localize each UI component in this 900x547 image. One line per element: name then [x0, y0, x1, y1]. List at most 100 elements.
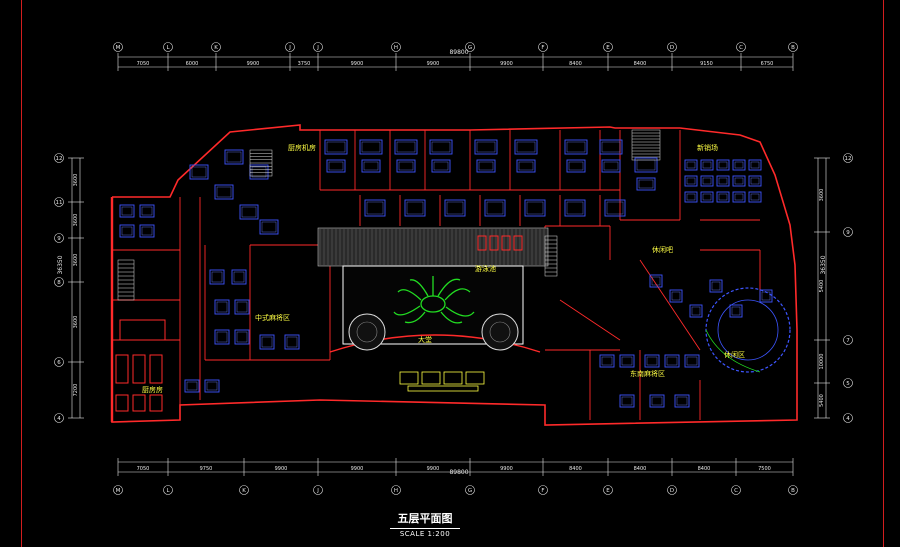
label-pool: 游泳池 — [475, 264, 496, 273]
grid-axis-label: B — [791, 488, 795, 494]
left-total-dimension: 36350 — [57, 255, 64, 274]
table — [259, 334, 275, 350]
grid-axis-label: J — [316, 45, 319, 51]
dimension-value: 3600 — [73, 316, 79, 329]
dimension-value: 3750 — [298, 61, 311, 67]
table-inner — [606, 201, 624, 215]
dimension-value: 10000 — [819, 354, 825, 370]
grid-axis-label: D — [670, 45, 674, 51]
table — [204, 379, 220, 393]
table — [732, 191, 746, 203]
grid-axis-label: M — [116, 488, 121, 494]
table-inner — [251, 166, 267, 178]
reception-furniture — [399, 371, 485, 392]
table — [214, 329, 230, 345]
grid-axis-label: 5 — [846, 381, 850, 387]
table — [604, 199, 626, 217]
table — [684, 191, 698, 203]
table-inner — [406, 201, 424, 215]
table — [716, 175, 730, 187]
circular-rest-area — [705, 287, 791, 373]
table — [709, 279, 723, 293]
building-outline — [110, 124, 798, 426]
label-lounge: 休闲吧 — [652, 245, 673, 254]
table-inner — [398, 161, 414, 171]
table — [189, 164, 209, 180]
grid-axis-label: C — [739, 45, 743, 51]
label-kitchen-top: 厨房机房 — [288, 143, 316, 152]
table-inner — [261, 221, 277, 233]
table — [684, 354, 700, 368]
table — [636, 177, 656, 191]
grid-axis-label: M — [116, 45, 121, 51]
table-inner — [326, 141, 346, 153]
grid-axis-bubble — [54, 277, 64, 287]
table — [748, 159, 762, 171]
round-spa-right-inner — [489, 321, 511, 343]
table — [748, 191, 762, 203]
table-inner — [731, 306, 741, 316]
grid-axis-label: 9 — [846, 230, 850, 236]
table-inner — [671, 291, 681, 301]
table — [634, 157, 658, 173]
table-inner — [636, 159, 656, 171]
furniture-layout — [119, 139, 773, 408]
grid-axis-bubble — [843, 153, 853, 163]
table-inner — [750, 193, 760, 201]
table — [649, 274, 663, 288]
grid-axis-bubble — [843, 413, 853, 423]
grid-axis-label: K — [242, 488, 246, 494]
dimension-value: 9900 — [247, 61, 260, 67]
table — [732, 175, 746, 187]
table-inner — [433, 161, 449, 171]
grid-axis-bubble — [843, 335, 853, 345]
table-inner — [216, 301, 228, 313]
table-inner — [141, 226, 153, 236]
dimension-value: 5400 — [819, 280, 825, 293]
table-inner — [646, 356, 658, 366]
table-inner — [734, 193, 744, 201]
table — [326, 159, 346, 173]
table — [729, 304, 743, 318]
table-inner — [691, 306, 701, 316]
grid-axis-bubble — [54, 413, 64, 423]
table — [359, 139, 383, 155]
grid-axis-bubble — [54, 153, 64, 163]
table-inner — [638, 179, 654, 189]
top-total-dimension: 89800 — [449, 49, 468, 56]
table — [324, 139, 348, 155]
table — [119, 224, 135, 238]
label-chinese-game-area: 中式麻将区 — [255, 313, 290, 322]
table-inner — [191, 166, 207, 178]
grid-axis-bubble — [465, 42, 475, 52]
table — [484, 199, 506, 217]
grid-axis-bubble — [603, 485, 613, 495]
table-inner — [486, 201, 504, 215]
grid-axis-bubble — [731, 485, 741, 495]
dimension-value: 8400 — [698, 466, 711, 472]
table — [748, 175, 762, 187]
grid-axis-bubble — [667, 42, 677, 52]
pool-deck-hatch — [319, 229, 545, 265]
table-inner — [361, 141, 381, 153]
table — [474, 139, 498, 155]
table-inner — [186, 381, 198, 391]
exterior-wall — [111, 124, 798, 426]
table — [689, 304, 703, 318]
table-inner — [516, 141, 536, 153]
table-inner — [518, 161, 534, 171]
table-inner — [702, 161, 712, 169]
table — [684, 159, 698, 171]
table — [564, 139, 588, 155]
grid-axis-bubble — [736, 42, 746, 52]
drawing-title-block: 五层平面图 SCALE 1:200 — [380, 510, 470, 538]
table — [669, 289, 683, 303]
dimension-value: 3600 — [73, 254, 79, 267]
table-inner — [236, 331, 248, 343]
table — [234, 329, 250, 345]
grid-axis-bubble — [54, 197, 64, 207]
grid-axis-label: 8 — [57, 280, 61, 286]
